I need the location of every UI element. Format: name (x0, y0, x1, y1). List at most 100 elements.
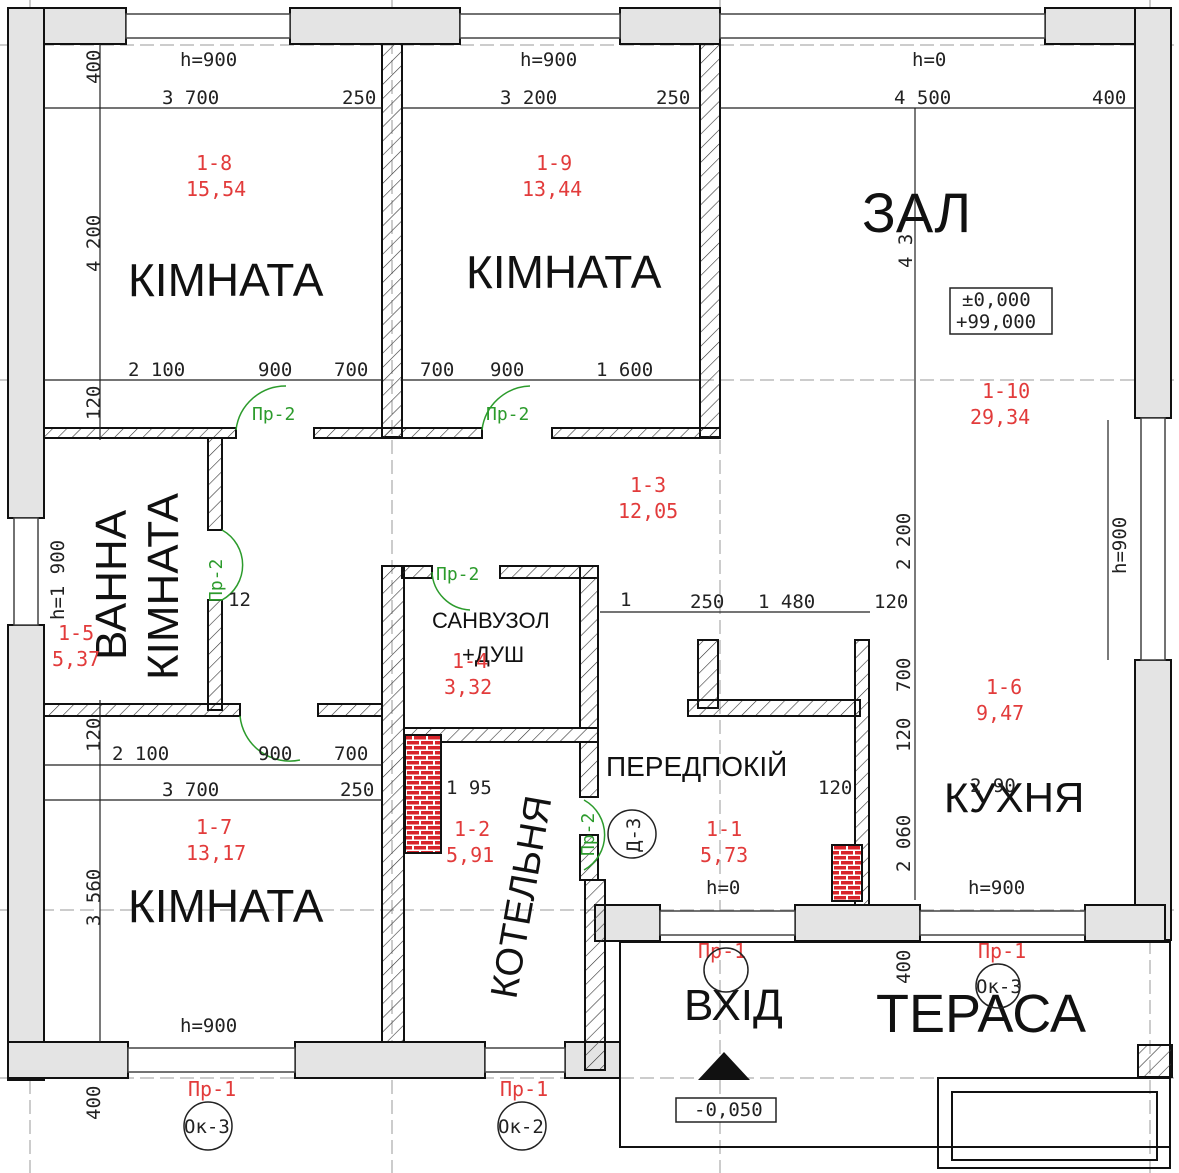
level-mark: ±0,000 (962, 289, 1031, 311)
level-mark: +99,000 (956, 311, 1036, 333)
room-area: 12,05 (618, 499, 678, 523)
room-area: 15,54 (186, 177, 246, 201)
room-label-vestibule: ПЕРЕДПОКІЙ (606, 751, 787, 782)
room-area: 13,17 (186, 841, 246, 865)
room-label-bedroom-2: КІМНАТА (466, 246, 662, 298)
room-code: 1-4 (452, 649, 488, 673)
room-area: 5,91 (446, 843, 494, 867)
dim-label: 3 200 (500, 87, 557, 109)
dim-label: 120 (83, 718, 105, 752)
dim-label: 250 (690, 591, 724, 613)
room-label-kitchen: КУХНЯ (944, 774, 1084, 821)
dim-label: h=1 900 (47, 540, 69, 620)
entry-level-box (675, 1097, 777, 1123)
dim-label: 120 (818, 777, 852, 799)
room-label-boiler: КОТЕЛЬНЯ (484, 793, 561, 1002)
dim-label: 900 (258, 743, 292, 765)
room-area: 13,44 (522, 177, 582, 201)
chimney (404, 734, 442, 854)
room-label-terrace: ТЕРАСА (876, 984, 1086, 1044)
window-mark: Пр-1 (500, 1077, 548, 1101)
room-code: 1-3 (630, 473, 666, 497)
dim-label: 250 (340, 779, 374, 801)
sill-height: h=0 (706, 877, 740, 899)
dim-label: 120 (893, 718, 915, 752)
room-code: 1-1 (706, 817, 742, 841)
window-callout: Ок-2 (498, 1116, 544, 1138)
entry-arrow-icon (698, 1052, 750, 1080)
room-codes: 1-8 15,54 1-9 13,44 1-10 29,34 1-3 12,05… (52, 151, 1030, 867)
dim-label: 1 480 (758, 591, 815, 613)
door-mark: Пр-2 (486, 404, 529, 425)
dimension-labels: h=900 h=900 h=0 3 700 250 3 200 250 4 50… (47, 49, 1131, 1120)
sill-height: h=900 (180, 49, 237, 71)
dim-label: 2 060 (893, 815, 915, 872)
dim-label: 900 (258, 359, 292, 381)
room-code: 1-6 (986, 675, 1022, 699)
dim-label: 700 (334, 743, 368, 765)
dim-label: 12 (228, 589, 251, 611)
sill-height: h=900 (1109, 517, 1131, 574)
dim-label: 3 700 (162, 87, 219, 109)
sill-height: h=900 (180, 1015, 237, 1037)
room-label-bedroom-3: КІМНАТА (128, 880, 324, 932)
room-code: 1-8 (196, 151, 232, 175)
dim-label: 120 (874, 591, 908, 613)
dim-label: 700 (334, 359, 368, 381)
terrace-outline (619, 941, 1173, 1169)
dim-label: 120 (83, 386, 105, 420)
room-label-wc-line1: САНВУЗОЛ (432, 608, 550, 633)
dim-label: 3 560 (83, 869, 105, 926)
dim-label: 3 700 (162, 779, 219, 801)
dimension-lines (44, 44, 1135, 1042)
window-marks: Пр-1 Пр-1 Пр-1 Пр-1 Ок-3 Ок-2 Ок-3 Д-3 (183, 809, 1026, 1151)
room-label-entrance: ВХІД (684, 981, 783, 1030)
window-mark: Пр-1 (698, 939, 746, 963)
room-area: 3,32 (444, 675, 492, 699)
window-mark: Пр-1 (188, 1077, 236, 1101)
dim-label: 4 200 (83, 215, 105, 272)
room-area: 9,47 (976, 701, 1024, 725)
room-code: 1-9 (536, 151, 572, 175)
room-area: 5,37 (52, 647, 100, 671)
window-callout: Ок-3 (976, 976, 1022, 998)
room-code: 1-7 (196, 815, 232, 839)
door-marks: Пр-2 Пр-2 Пр-2 Пр-2 Пр-2 (206, 404, 599, 856)
entry-level: -0,050 (694, 1099, 763, 1121)
dim-label: 1 600 (596, 359, 653, 381)
door-swings (221, 385, 606, 871)
window-mark: Пр-1 (978, 939, 1026, 963)
dim-label: 1 (620, 589, 631, 611)
room-label-wc-line2: +ДУШ (462, 642, 524, 667)
level-box (949, 287, 1053, 335)
vent-shaft (831, 844, 863, 902)
door-mark: Пр-2 (578, 813, 599, 856)
dim-label: 4 3 (895, 234, 917, 268)
dim-label: 2 100 (128, 359, 185, 381)
windows (13, 13, 1166, 1073)
dim-label: 400 (83, 50, 105, 84)
inner-walls (43, 43, 870, 1071)
room-area: 5,73 (700, 843, 748, 867)
room-label-bedroom-1: КІМНАТА (128, 254, 324, 306)
room-area: 29,34 (970, 405, 1030, 429)
dim-label: 400 (1092, 87, 1126, 109)
door-mark: Пр-2 (206, 559, 227, 602)
room-label-bath-line2: КІМНАТА (139, 492, 188, 680)
sill-height: h=900 (968, 877, 1025, 899)
dim-label: 250 (342, 87, 376, 109)
room-code: 1-2 (454, 817, 490, 841)
window-callout: Ок-3 (184, 1116, 230, 1138)
dim-label: 700 (893, 658, 915, 692)
dim-label: 2 200 (893, 513, 915, 570)
room-code: 1-5 (58, 621, 94, 645)
dim-label: 250 (656, 87, 690, 109)
room-code: 1-10 (982, 379, 1030, 403)
room-label-bath-line1: ВАННА (87, 509, 136, 660)
door-mark: Пр-2 (436, 564, 479, 585)
sill-height: h=0 (912, 49, 946, 71)
dim-label: 700 (420, 359, 454, 381)
dim-label: 400 (893, 950, 915, 984)
door-mark: Пр-2 (252, 404, 295, 425)
